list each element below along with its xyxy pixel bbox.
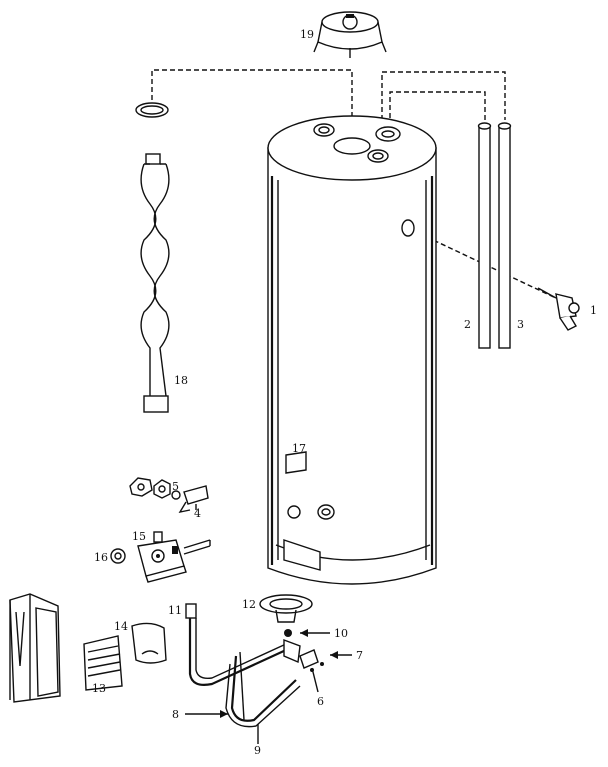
callout-10: 10 [334,627,348,640]
callout-7: 7 [356,649,363,662]
callout-2: 2 [464,318,471,331]
gas-control-part [110,531,211,583]
callout-4: 4 [194,507,201,520]
callout-11: 11 [168,604,182,617]
callout-3: 3 [517,318,524,331]
water-heater-tank [267,115,437,585]
draft-hood-part [313,11,387,58]
callout-16: 16 [94,551,108,564]
flue-baffle-part [135,102,170,413]
callout-13: 13 [92,682,106,695]
callout-12: 12 [242,598,256,611]
drain-valve-part [537,287,580,331]
callout-1: 1 [590,304,597,317]
callout-9: 9 [254,744,261,757]
leader-lines [185,504,352,744]
callout-5: 5 [172,480,179,493]
burner-part [259,594,313,637]
callout-17: 17 [292,442,306,455]
tubing-parts [185,603,324,728]
dip-tube-parts [477,122,512,349]
callout-15: 15 [132,530,146,543]
fitting-and-nut-parts [129,477,209,513]
door-and-shield-parts [9,593,167,703]
callout-8: 8 [172,708,179,721]
callout-18: 18 [174,374,188,387]
callout-19: 19 [300,28,314,41]
callout-14: 14 [114,620,128,633]
callout-6: 6 [317,695,324,708]
